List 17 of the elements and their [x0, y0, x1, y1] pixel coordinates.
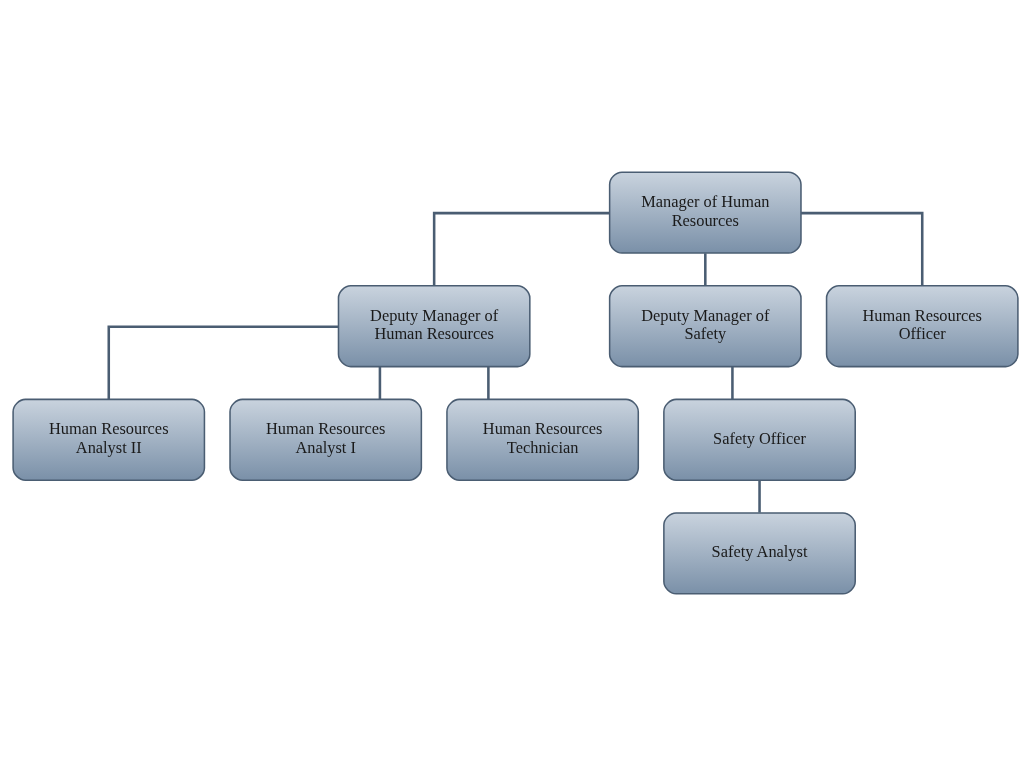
node-box: Human Resources Analyst I — [228, 398, 422, 481]
node-box: Safety Analyst — [662, 511, 856, 595]
node-box: Human Resources Technician — [445, 398, 639, 481]
node-box: Manager of Human Resources — [608, 170, 802, 254]
connector — [107, 324, 338, 399]
connector — [757, 479, 761, 513]
connector — [432, 211, 609, 286]
connector — [378, 366, 381, 399]
node-box: Safety Officer — [662, 398, 856, 481]
node-box: Deputy Manager of Human Resources — [337, 284, 531, 367]
node-box: Human Resources Analyst II — [11, 398, 205, 481]
connector — [703, 252, 707, 285]
connector — [486, 366, 490, 399]
connector — [800, 211, 923, 286]
connector — [730, 366, 734, 399]
node-box: Deputy Manager of Safety — [608, 284, 802, 367]
node-box: Human Resources Officer — [825, 284, 1019, 367]
